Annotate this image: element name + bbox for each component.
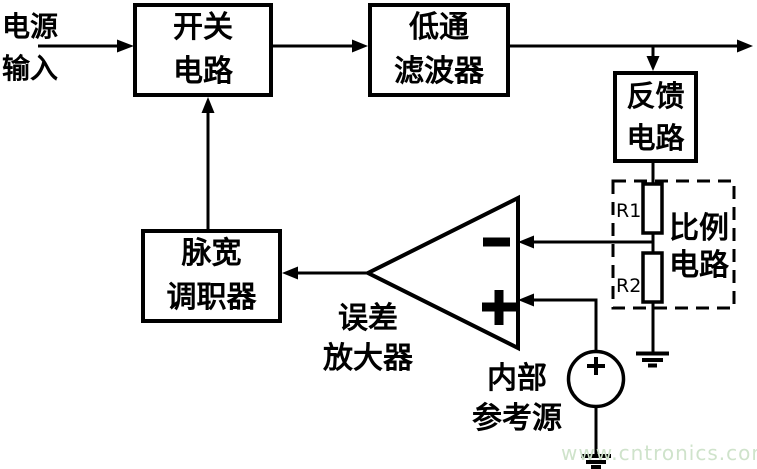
r2-label: R2	[616, 275, 642, 297]
arrow-into-filter-icon	[352, 39, 368, 53]
resistor-r2	[641, 251, 664, 304]
arrow-into-switch-bottom-icon	[201, 97, 215, 113]
proportional-circuit-label: 比例 电路	[669, 211, 729, 283]
arrow-into-pwm-icon	[282, 266, 298, 280]
switch-circuit-label-line1: 开关	[173, 10, 233, 45]
feedback-circuit-label-line1: 反馈	[626, 79, 685, 113]
proportional-circuit-dashed-box	[611, 179, 736, 310]
wire-reference-to-plus	[534, 298, 598, 352]
arrow-output-icon	[737, 39, 753, 53]
box-lowpass-filter: 低通 滤波器	[368, 3, 510, 97]
opamp-input-symbols	[482, 237, 517, 325]
internal-reference-label: 内部 参考源	[472, 361, 562, 436]
box-pwm-modulator: 脉宽 调职器	[141, 229, 282, 323]
wires	[38, 44, 740, 456]
lowpass-filter-label-line2: 滤波器	[394, 54, 484, 89]
arrow-into-feedback-icon	[646, 56, 660, 71]
r1-label: R1	[616, 200, 642, 222]
reference-source-circle	[566, 349, 626, 409]
resistor-r1	[641, 182, 664, 235]
opamp-triangle	[363, 194, 520, 352]
pwm-modulator-label-line1: 脉宽	[181, 236, 242, 271]
arrow-into-switch-icon	[117, 39, 134, 53]
reference-plus-icon	[587, 357, 605, 375]
box-switch-circuit: 开关 电路	[133, 3, 273, 97]
watermark: www.cntronics.com	[561, 441, 757, 465]
feedback-circuit-label-line2: 电路	[626, 121, 685, 155]
ground-reference-icon	[581, 454, 611, 469]
error-amplifier-label: 误差 放大器	[323, 301, 413, 376]
box-feedback-circuit: 反馈 电路	[613, 71, 698, 163]
switch-circuit-label-line2: 电路	[173, 54, 233, 89]
power-input-label: 电源 输入	[2, 10, 59, 85]
ground-r2-icon	[636, 351, 669, 368]
arrow-into-minus-input-icon	[518, 235, 534, 249]
arrowheads	[117, 39, 753, 307]
pwm-modulator-label-line2: 调职器	[166, 280, 257, 315]
lowpass-filter-label-line1: 低通	[409, 10, 469, 45]
arrow-into-plus-input-icon	[518, 293, 534, 307]
